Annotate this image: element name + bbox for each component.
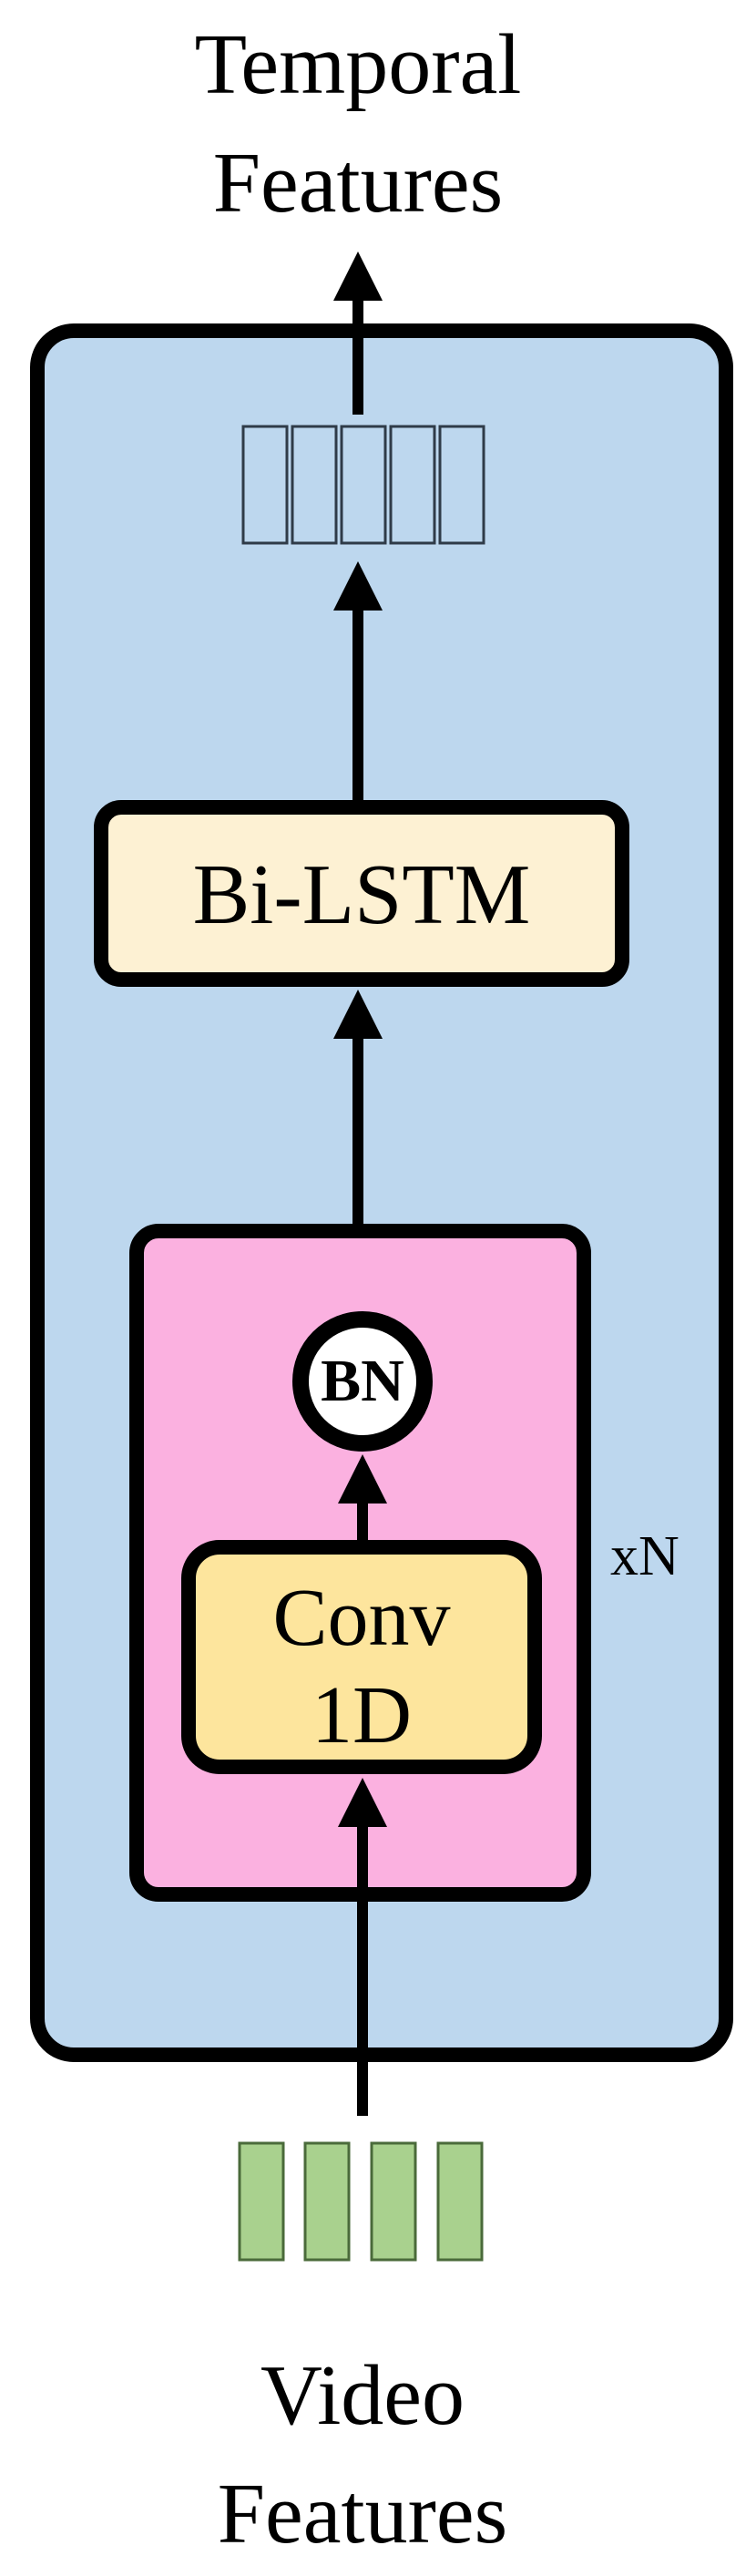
output-token: [340, 425, 387, 545]
arrow-input-to-conv: [338, 1778, 387, 2116]
output-token: [291, 425, 338, 545]
input-token-row: [238, 2141, 484, 2262]
bilstm-label: Bi-LSTM: [193, 847, 531, 942]
output-token: [438, 425, 485, 545]
arrow-bilstm-to-tokens: [333, 561, 383, 807]
bn-label: BN: [321, 1348, 404, 1414]
output-label-line2: Features: [213, 136, 503, 231]
conv1d-block: [181, 1540, 542, 1774]
output-token: [389, 425, 436, 545]
output-label-line1: Temporal: [195, 17, 522, 112]
input-token: [436, 2141, 484, 2262]
input-label-line1: Video: [261, 2348, 465, 2443]
conv1d-label-line2: 1D: [312, 1670, 412, 1760]
input-token: [370, 2141, 417, 2262]
repeat-count-label: xN: [610, 1525, 679, 1587]
input-token: [238, 2141, 285, 2262]
conv1d-label-line1: Conv: [272, 1573, 450, 1663]
arrow-conv-to-bn: [338, 1454, 387, 1547]
input-token: [303, 2141, 351, 2262]
arrow-to-output-label: [333, 251, 383, 415]
output-token-row: [241, 425, 485, 545]
bilstm-block: [94, 800, 629, 987]
input-label-line2: Features: [218, 2467, 507, 2561]
output-token: [241, 425, 289, 545]
bn-circle: [292, 1311, 433, 1452]
